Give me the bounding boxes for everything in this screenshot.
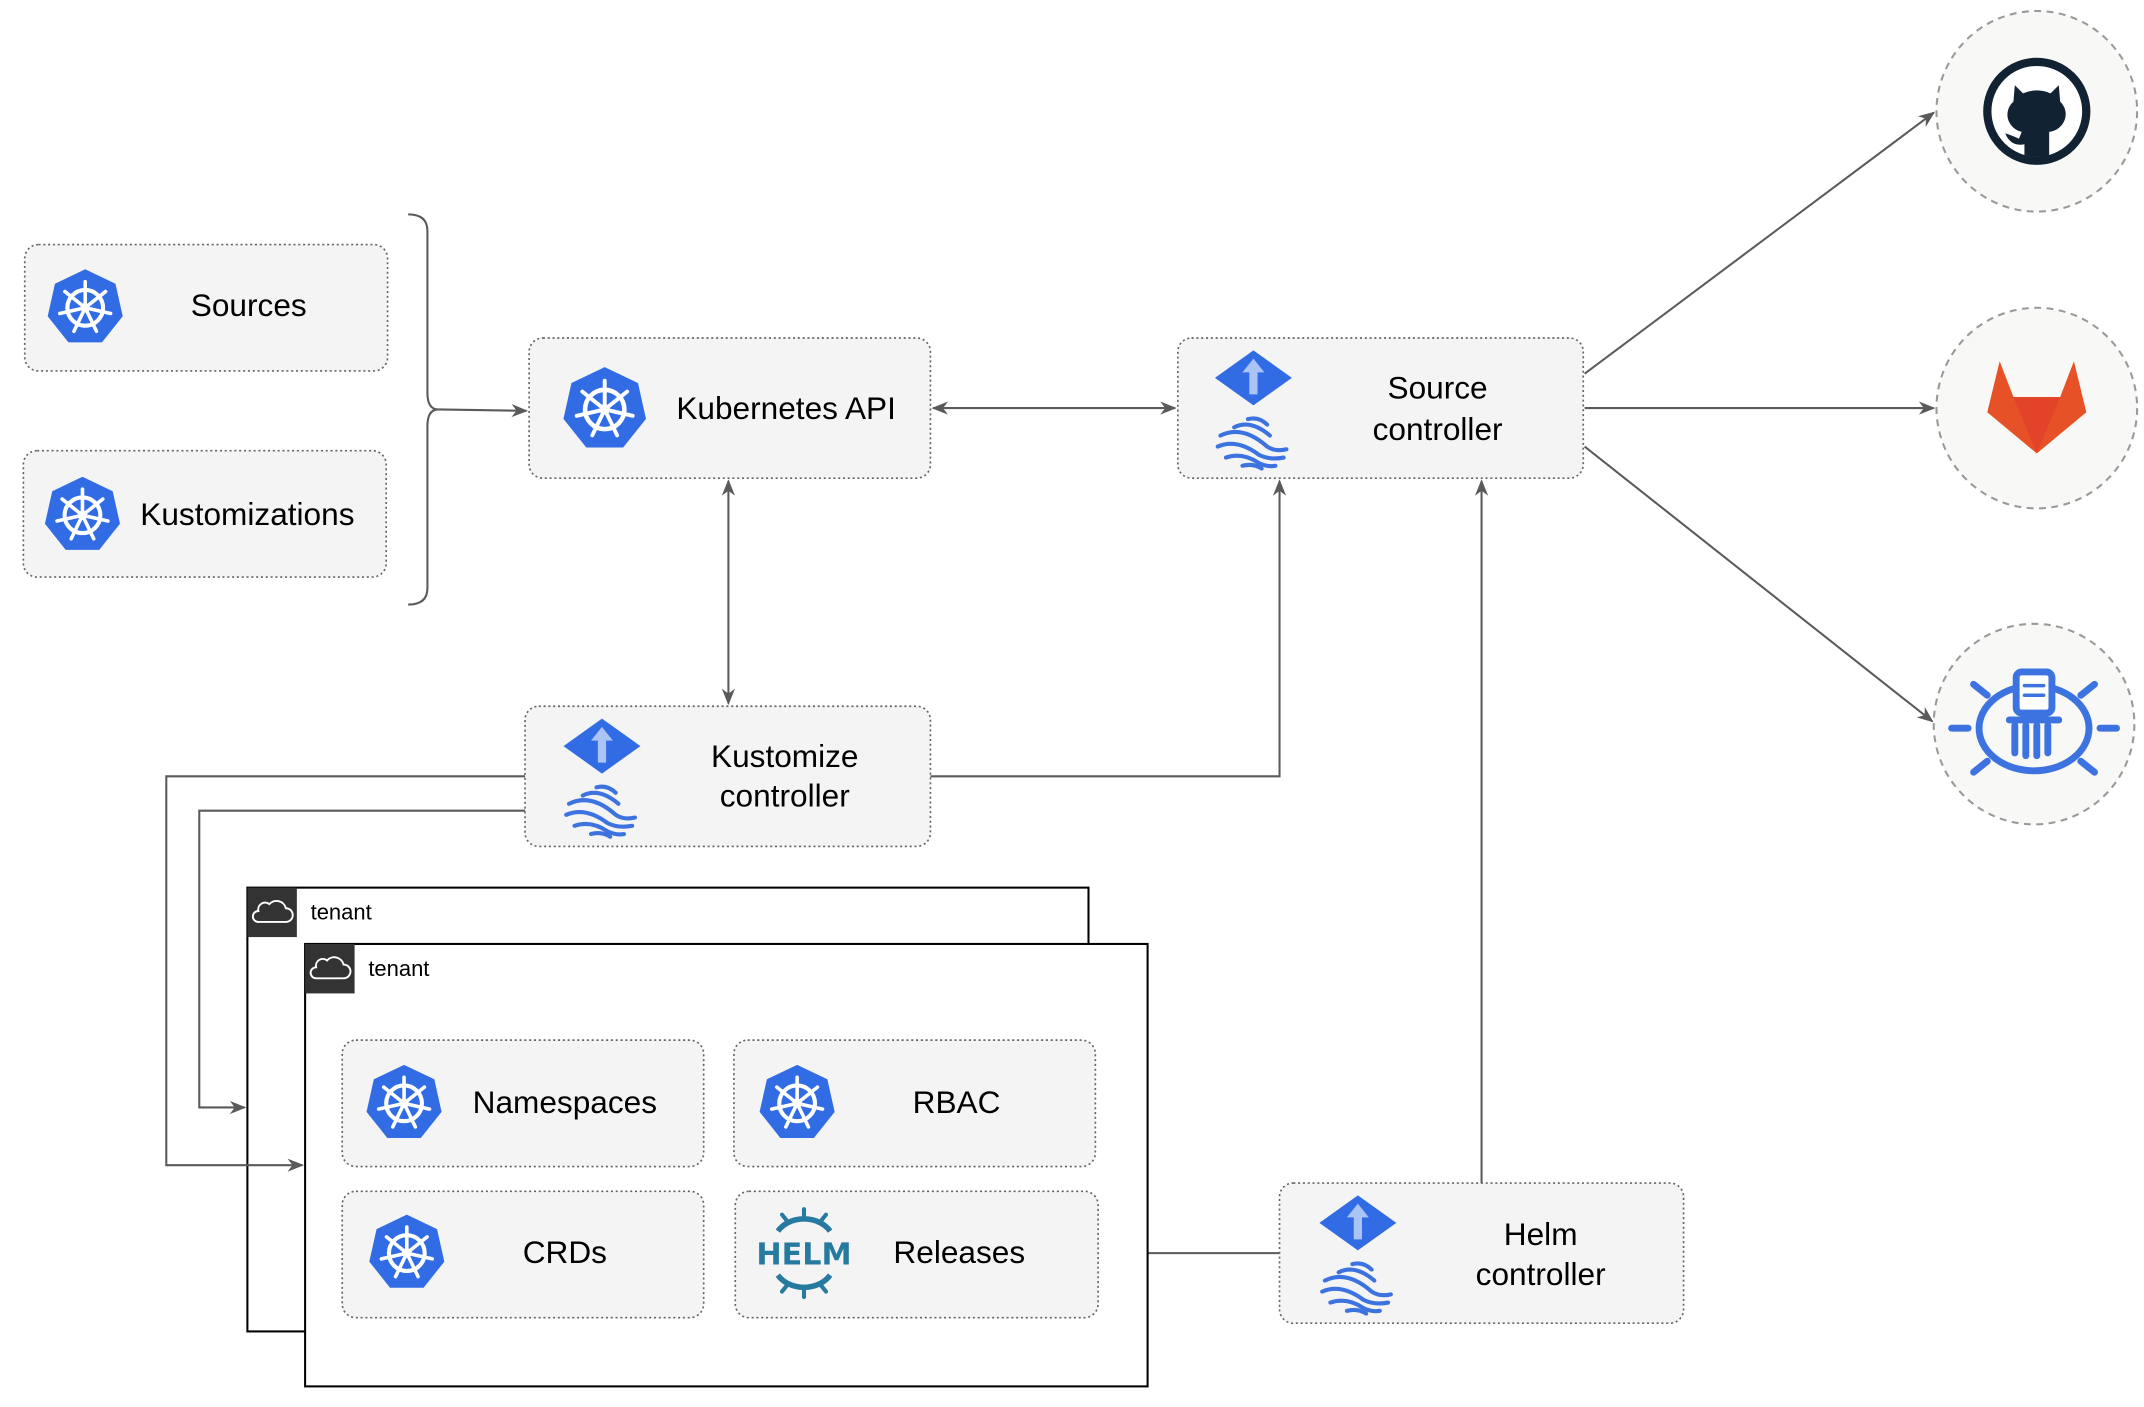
- edge-kustomize-to-tenant-front: [165, 775, 526, 1172]
- node-kustomizations[interactable]: Kustomizations: [22, 449, 388, 578]
- edge-kustomize-to-source: [930, 479, 1287, 778]
- node-label: RBAC: [913, 1084, 1001, 1120]
- github-icon: [1983, 57, 2091, 165]
- cloud-icon: [309, 956, 352, 980]
- node-label: Namespaces: [473, 1084, 657, 1120]
- node-source-controller[interactable]: Source controller: [1177, 337, 1585, 479]
- helm-icon: HELM: [756, 1207, 852, 1300]
- cloud-icon: [252, 900, 294, 923]
- node-helm-controller[interactable]: Helm controller: [1278, 1182, 1685, 1325]
- node-kustomize-controller[interactable]: Kustomize controller: [524, 705, 932, 848]
- node-releases[interactable]: HELM Releases: [734, 1190, 1099, 1319]
- node-label: controller: [720, 778, 850, 814]
- node-label: Kustomizations: [140, 496, 354, 532]
- node-kubernetes-api[interactable]: Kubernetes API: [528, 337, 932, 479]
- node-sources[interactable]: Sources: [23, 243, 389, 372]
- edge-kustomize-to-tenant-back: [198, 809, 526, 1115]
- gitlab-source[interactable]: [1935, 306, 2139, 510]
- node-namespaces[interactable]: Namespaces: [341, 1039, 705, 1168]
- node-label: Sources: [191, 287, 307, 323]
- helm-logo-text: HELM: [756, 1237, 851, 1272]
- tenant-label: tenant: [368, 956, 429, 981]
- node-label: controller: [1476, 1256, 1606, 1292]
- gitlab-icon: [1987, 361, 2087, 454]
- node-rbac[interactable]: RBAC: [733, 1039, 1097, 1168]
- edge-crds-to-api: [438, 404, 529, 418]
- node-label: controller: [1373, 411, 1503, 447]
- helm-repository-source[interactable]: [1932, 622, 2136, 826]
- node-label: Source: [1388, 370, 1488, 406]
- helm-repository-icon: [1948, 668, 2120, 776]
- node-label: Helm: [1504, 1216, 1578, 1252]
- tenant-label: tenant: [311, 900, 372, 925]
- edge-source-to-github: [1584, 111, 1936, 375]
- node-crds[interactable]: CRDs: [341, 1190, 705, 1319]
- node-label: Kustomize: [711, 738, 859, 774]
- sources-brace: [408, 213, 439, 606]
- node-label: CRDs: [523, 1234, 607, 1270]
- node-label: Kubernetes API: [676, 390, 896, 426]
- node-label: Releases: [893, 1234, 1025, 1270]
- edge-source-to-helm-repo: [1583, 445, 1934, 723]
- github-source[interactable]: [1935, 9, 2139, 213]
